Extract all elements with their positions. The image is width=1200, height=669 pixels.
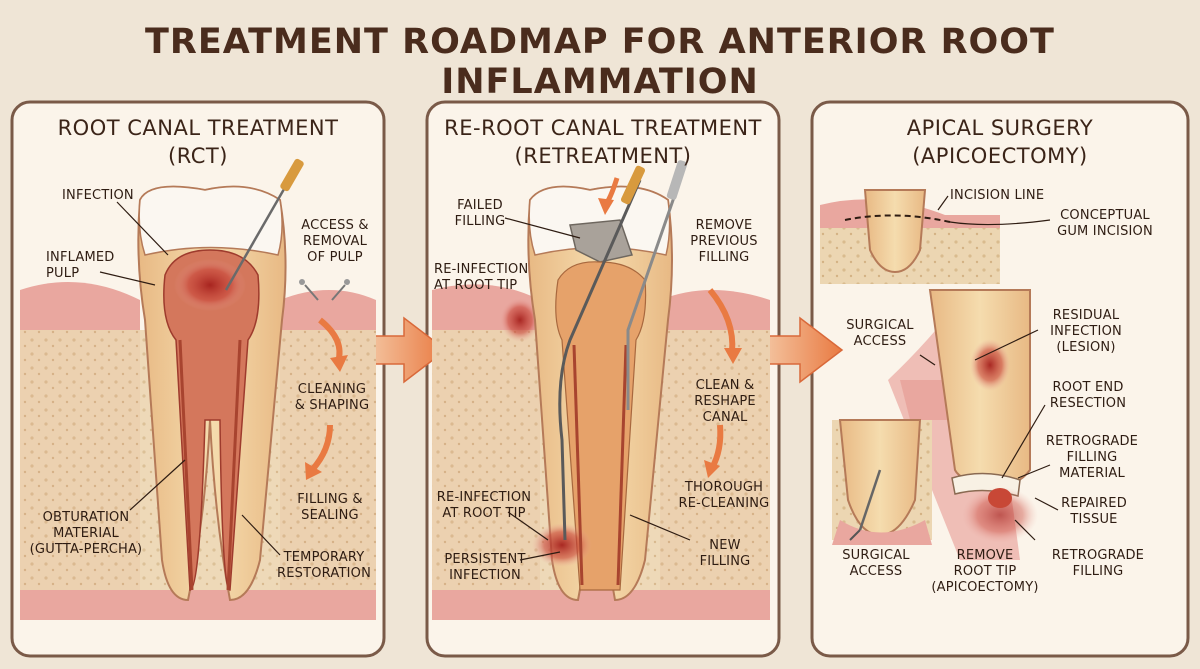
label-repaired-line1: REPAIRED	[1061, 496, 1127, 511]
panel-title-apicoectomy: APICAL SURGERY (APICOECTOMY)	[822, 114, 1178, 170]
label-filling-line1: FILLING &	[297, 492, 363, 507]
label-thorough-recleaning: THOROUGH RE-CLEANING	[672, 480, 776, 512]
label-remove-root-tip: REMOVE ROOT TIP (APICOECTOMY)	[930, 548, 1040, 596]
label-surgical-access-bottom: SURGICAL ACCESS	[836, 548, 916, 580]
label-temporary-line1: TEMPORARY	[283, 550, 365, 565]
label-infection: INFECTION	[62, 188, 134, 203]
label-incision-line: INCISION LINE	[950, 188, 1045, 203]
label-repaired-tissue: REPAIRED TISSUE	[1054, 496, 1134, 528]
label-surgical-access-bottom-line2: ACCESS	[849, 564, 903, 579]
retreatment-tooth	[432, 160, 770, 620]
label-remove-tip-line3: (APICOECTOMY)	[931, 580, 1039, 595]
label-persistent-line2: INFECTION	[449, 568, 521, 583]
label-retro-material-line3: MATERIAL	[1059, 466, 1125, 481]
label-new-filling-line2: FILLING	[699, 554, 751, 569]
label-failed-line1: FAILED	[457, 198, 503, 213]
label-failed-line2: FILLING	[454, 214, 506, 229]
label-cleaning-line2: & SHAPING	[294, 398, 370, 413]
label-reinfection-bottom: RE-INFECTION AT ROOT TIP	[434, 490, 534, 522]
label-access-line2: REMOVAL	[302, 234, 368, 249]
label-surgical-access-top-line1: SURGICAL	[846, 318, 914, 333]
label-reinfection-top-line2: AT ROOT TIP	[434, 278, 518, 293]
panel-title-rct-line2: (RCT)	[168, 144, 228, 168]
label-reinfection-top: RE-INFECTION AT ROOT TIP	[434, 262, 528, 294]
label-retro-material-line2: FILLING	[1066, 450, 1118, 465]
label-residual-line3: (LESION)	[1056, 340, 1116, 355]
label-retro-filling-line2: FILLING	[1072, 564, 1124, 579]
label-surgical-access-top-line2: ACCESS	[853, 334, 907, 349]
label-repaired-line2: TISSUE	[1070, 512, 1118, 527]
panel-title-apicoectomy-line1: APICAL SURGERY	[906, 116, 1094, 140]
label-inflamed-pulp-line1: INFLAMED	[46, 250, 115, 265]
apicoectomy-illustrations	[820, 189, 1059, 560]
label-root-end-resection: ROOT END RESECTION	[1044, 380, 1132, 412]
label-cleaning-shaping: CLEANING & SHAPING	[290, 382, 374, 414]
label-retrograde-filling: RETROGRADE FILLING	[1050, 548, 1146, 580]
label-residual-infection: RESIDUAL INFECTION (LESION)	[1044, 308, 1128, 356]
label-remove-previous: REMOVE PREVIOUS FILLING	[682, 218, 766, 266]
label-remove-line3: FILLING	[698, 250, 750, 265]
label-reinfection-bottom-line1: RE-INFECTION	[436, 490, 532, 505]
label-filling-sealing: FILLING & SEALING	[290, 492, 370, 524]
label-filling-line2: SEALING	[301, 508, 359, 523]
label-remove-line1: REMOVE	[695, 218, 753, 233]
label-reinfection-top-line1: RE-INFECTION	[434, 262, 529, 277]
page-title: TREATMENT ROADMAP FOR ANTERIOR ROOT INFL…	[145, 22, 1055, 102]
label-persistent-line1: PERSISTENT	[444, 552, 526, 567]
panel-title-retreatment-line1: RE-ROOT CANAL TREATMENT	[444, 116, 762, 140]
label-thorough-line2: RE-CLEANING	[678, 496, 770, 511]
label-surgical-access-bottom-line1: SURGICAL	[842, 548, 910, 563]
label-obturation: OBTURATION MATERIAL (GUTTA-PERCHA)	[24, 510, 148, 558]
label-remove-line2: PREVIOUS	[690, 234, 758, 249]
label-temporary-restoration: TEMPORARY RESTORATION	[272, 550, 376, 582]
panel-title-rct: ROOT CANAL TREATMENT (RCT)	[22, 114, 374, 170]
label-reinfection-bottom-line2: AT ROOT TIP	[442, 506, 526, 521]
label-clean-line1: CLEAN &	[695, 378, 755, 393]
label-remove-tip-line2: ROOT TIP	[953, 564, 1017, 579]
panel-title-retreatment-line2: (RETREATMENT)	[514, 144, 692, 168]
label-thorough-line1: THOROUGH	[684, 480, 764, 495]
label-new-filling-line1: NEW	[709, 538, 741, 553]
label-temporary-line2: RESTORATION	[277, 566, 371, 581]
label-clean-reshape: CLEAN & RESHAPE CANAL	[686, 378, 764, 426]
label-persistent-infection: PERSISTENT INFECTION	[440, 552, 530, 584]
label-clean-line3: CANAL	[702, 410, 748, 425]
panel-title-apicoectomy-line2: (APICOECTOMY)	[912, 144, 1088, 168]
label-conceptual-gum-incision: CONCEPTUAL GUM INCISION	[1054, 208, 1156, 240]
label-cleaning-line1: CLEANING	[297, 382, 367, 397]
label-residual-line1: RESIDUAL	[1052, 308, 1120, 323]
label-inflamed-pulp-line2: PULP	[46, 266, 80, 281]
label-access-removal: ACCESS & REMOVAL OF PULP	[296, 218, 374, 266]
label-root-end-line1: ROOT END	[1052, 380, 1124, 395]
label-retro-material-line1: RETROGRADE	[1045, 434, 1139, 449]
label-access-line3: OF PULP	[307, 250, 363, 265]
label-failed-filling: FAILED FILLING	[448, 198, 512, 230]
label-conceptual-line1: CONCEPTUAL	[1060, 208, 1150, 223]
panel-title-retreatment: RE-ROOT CANAL TREATMENT (RETREATMENT)	[432, 114, 774, 170]
label-residual-line2: INFECTION	[1050, 324, 1122, 339]
label-root-end-line2: RESECTION	[1049, 396, 1127, 411]
label-retro-filling-line1: RETROGRADE	[1051, 548, 1145, 563]
label-conceptual-line2: GUM INCISION	[1057, 224, 1153, 239]
label-obturation-line2: MATERIAL	[53, 526, 119, 541]
rct-tooth	[20, 158, 376, 620]
label-surgical-access-top: SURGICAL ACCESS	[842, 318, 918, 350]
label-new-filling: NEW FILLING	[690, 538, 760, 570]
label-obturation-line1: OBTURATION	[42, 510, 130, 525]
label-retrograde-material: RETROGRADE FILLING MATERIAL	[1044, 434, 1140, 482]
panel-title-rct-line1: ROOT CANAL TREATMENT	[57, 116, 339, 140]
label-access-line1: ACCESS &	[301, 218, 369, 233]
label-obturation-line3: (GUTTA-PERCHA)	[29, 542, 143, 557]
label-remove-tip-line1: REMOVE	[956, 548, 1014, 563]
label-clean-line2: RESHAPE	[694, 394, 756, 409]
label-inflamed-pulp: INFLAMED PULP	[46, 250, 115, 282]
